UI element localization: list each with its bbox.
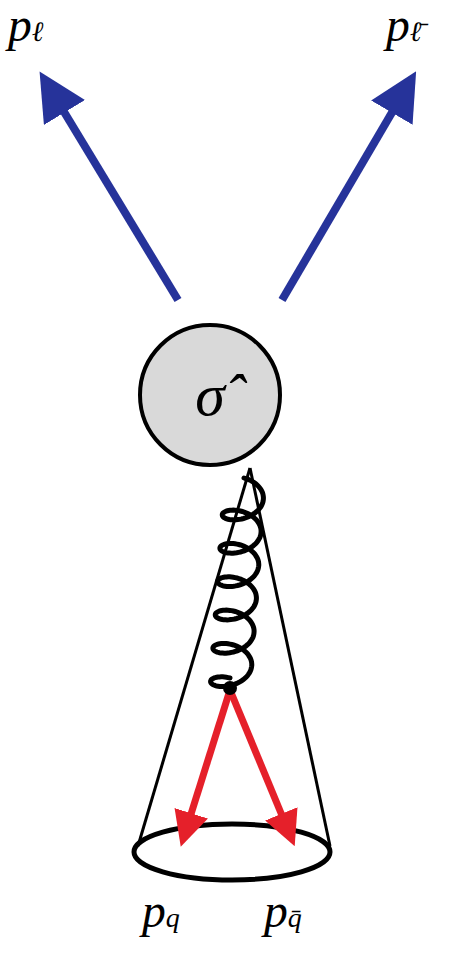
- momentum-label: pℓ̄: [386, 2, 421, 50]
- vertex-dot: [223, 681, 237, 695]
- cone-line: [138, 468, 250, 846]
- cross-section-blob: σ̂: [138, 323, 282, 467]
- gluon-line: [211, 478, 264, 687]
- antiquark-arrow: [230, 690, 288, 830]
- cross-section-symbol: σ̂: [195, 365, 225, 425]
- momentum-label: pq̄: [264, 888, 302, 936]
- antilepton-arrow: [282, 92, 404, 300]
- cone-base: [134, 824, 330, 880]
- momentum-label: pq: [142, 888, 180, 936]
- momentum-label: pℓ: [8, 2, 43, 50]
- quark-arrow: [186, 690, 230, 830]
- lepton-arrow: [52, 92, 178, 300]
